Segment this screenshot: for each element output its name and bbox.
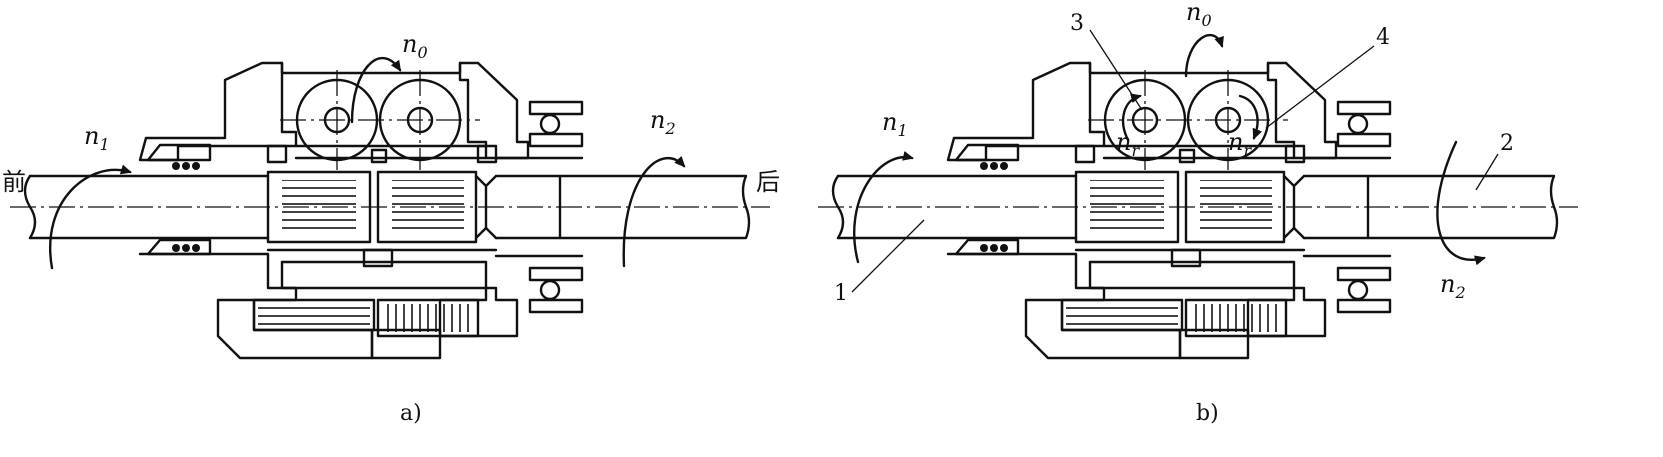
nr-label-right: nr (1228, 128, 1252, 160)
nr-label-left: nr (1116, 128, 1140, 160)
part-number-4: 4 (1376, 25, 1390, 50)
leader-1 (851, 219, 925, 293)
n1-arrow-b (853, 150, 914, 264)
rear-label: 后 (756, 168, 780, 196)
panel-b: n0 nr nr n1 n2 1 2 3 4 b) (816, 0, 1580, 426)
leader-4 (1265, 45, 1375, 129)
n0-arrow-b (1184, 33, 1224, 78)
n1-arrow-a (49, 164, 132, 270)
front-label: 前 (2, 168, 26, 196)
leader-3 (1089, 29, 1143, 111)
n1-label-b: n1 (882, 108, 908, 140)
n2-arrow-a (622, 155, 686, 268)
n0-label-b: n0 (1186, 0, 1212, 30)
n0-label-a: n0 (402, 30, 428, 62)
part-number-1: 1 (834, 281, 848, 306)
leader-2 (1475, 153, 1499, 191)
n0-arrow-a (350, 56, 402, 124)
n2-arrow-b (1436, 140, 1486, 266)
nr-arrow-right (1238, 94, 1262, 140)
nr-arrow-left (1121, 93, 1142, 142)
panel-a: n0 n1 n2 前 后 a) (2, 30, 780, 426)
caption-b: b) (1196, 401, 1219, 426)
n2-label-b: n2 (1440, 270, 1466, 302)
part-number-2: 2 (1500, 131, 1514, 156)
n2-label-a: n2 (650, 106, 676, 138)
caption-a: a) (400, 401, 422, 426)
part-number-3: 3 (1070, 11, 1084, 36)
planetary-assembly-b (816, 61, 1580, 360)
n1-label-a: n1 (84, 122, 110, 154)
